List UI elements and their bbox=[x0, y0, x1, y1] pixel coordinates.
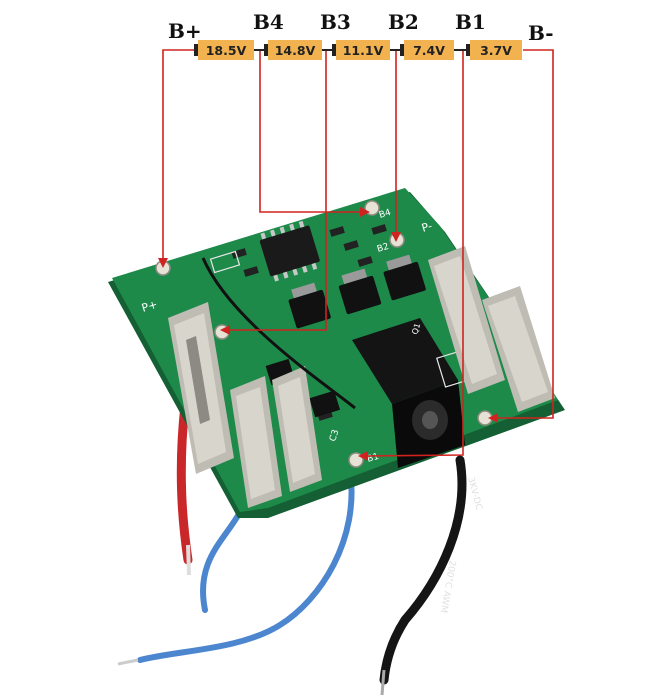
terminal-label-b-plus: B+ bbox=[168, 19, 202, 43]
wire-b4 bbox=[259, 49, 362, 213]
battery-clips bbox=[168, 246, 555, 508]
board-text-b2: B2 bbox=[376, 242, 390, 255]
cell-voltage-label: 3.7V bbox=[480, 43, 512, 58]
board-text-p-plus: P+ bbox=[140, 298, 159, 315]
battery-cell-1: 18.5V bbox=[194, 40, 254, 60]
cell-voltage-label: 18.5V bbox=[206, 43, 247, 58]
terminal-label-b1: B1 bbox=[455, 10, 486, 34]
terminal-label-b3: B3 bbox=[320, 10, 351, 34]
arrow-b2 bbox=[391, 232, 401, 242]
arrow-b3 bbox=[220, 325, 230, 335]
black-lead-wire bbox=[379, 455, 467, 685]
wire-print-text-1: 3KV-DC bbox=[465, 476, 483, 511]
arrow-b-minus bbox=[488, 413, 498, 423]
clip-right-1 bbox=[428, 246, 505, 394]
battery-cell-5: 3.7V bbox=[466, 40, 522, 60]
cell-voltage-label: 14.8V bbox=[275, 43, 316, 58]
red-lead-tip bbox=[186, 544, 191, 576]
terminal-label-b2: B2 bbox=[388, 10, 419, 34]
blue-lead-tip bbox=[117, 658, 139, 666]
board-text-p-minus: P- bbox=[420, 219, 434, 234]
ic-chip bbox=[259, 220, 320, 282]
wire-b1 bbox=[363, 50, 464, 457]
clip-left-2 bbox=[230, 376, 282, 508]
arrow-b1 bbox=[358, 451, 368, 461]
jumper-wire bbox=[201, 257, 356, 410]
clip-left-1 bbox=[168, 302, 234, 474]
battery-cell-2: 14.8V bbox=[264, 40, 322, 60]
wire-b-plus bbox=[162, 49, 200, 262]
wire-b-minus bbox=[492, 49, 554, 419]
arrow-b4 bbox=[360, 207, 370, 217]
lead-wires bbox=[117, 400, 467, 696]
mosfets bbox=[265, 254, 426, 418]
blue-lead-wire-left bbox=[200, 509, 243, 613]
cell-voltage-label: 7.4V bbox=[413, 43, 445, 58]
arrow-b-plus bbox=[158, 258, 168, 268]
battery-cell-3: 11.1V bbox=[332, 40, 390, 60]
arrowheads bbox=[158, 207, 498, 461]
black-lead-tip bbox=[380, 669, 386, 696]
battery-cell-4: 7.4V bbox=[400, 40, 454, 60]
terminal-labels: B+ B4 B3 B2 B1 B- bbox=[168, 10, 554, 45]
board-text-b4: B4 bbox=[378, 208, 393, 221]
blue-lead-wire-bottom bbox=[137, 467, 355, 663]
board-text-q1: Q1 bbox=[410, 322, 422, 336]
dc-jack bbox=[352, 318, 465, 468]
red-lead-wire bbox=[176, 400, 193, 565]
clip-left-3 bbox=[272, 366, 322, 492]
clip-right-2 bbox=[482, 286, 555, 412]
cell-voltage-label: 11.1V bbox=[343, 43, 384, 58]
board-text-c3: C3 bbox=[328, 428, 341, 442]
terminal-label-b4: B4 bbox=[253, 10, 284, 34]
cell-chain: 18.5V 14.8V 11.1V 7.4V 3.7V bbox=[194, 40, 522, 60]
terminal-label-b-minus: B- bbox=[528, 21, 554, 45]
